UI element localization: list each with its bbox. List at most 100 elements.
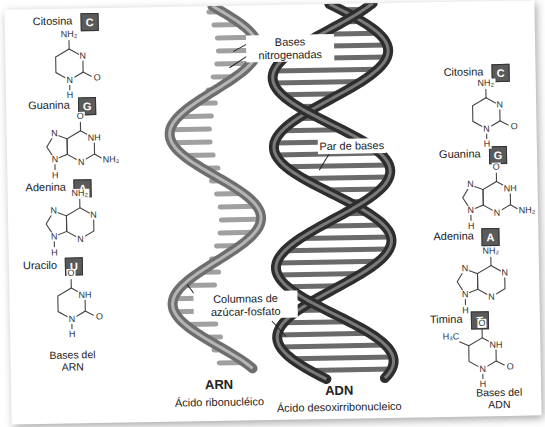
bond [485, 89, 486, 97]
dna-base-pair [303, 177, 389, 179]
base-letter-box: C [80, 13, 98, 31]
atom-label: H₃C [442, 332, 461, 341]
rna-base [221, 217, 261, 223]
atom-label: H [483, 140, 492, 149]
atom-label: N [65, 76, 74, 85]
bond [80, 122, 81, 130]
dna-base-pair [285, 249, 390, 251]
bond [496, 361, 504, 365]
group-caption: Bases del ADN [468, 386, 530, 411]
base-letter: G [494, 149, 503, 160]
base-name: Adenina [25, 181, 66, 194]
base-name: Guanina [439, 147, 481, 160]
molecule-subtitle: Ácido ribonucléico [175, 395, 264, 409]
atom-label: O [66, 269, 75, 278]
atom-label: NH₂ [518, 206, 537, 215]
base-letter: C [86, 17, 94, 28]
atom-label: N [78, 52, 87, 61]
base-structure [457, 257, 505, 305]
bond [83, 72, 91, 76]
base-letter: C [497, 67, 505, 78]
atom-label: N [478, 364, 487, 373]
bond [95, 154, 102, 158]
atom-label: N [500, 269, 509, 278]
callout-label: Bases nitrogenadas [246, 34, 334, 63]
atom-label: NH [488, 341, 503, 350]
diagram-card: CitosinaGuaninaAdeninaUraciloBases del A… [4, 0, 541, 424]
atom-label: H [50, 248, 59, 257]
atom-label: H [479, 380, 488, 389]
base-name: Uracilo [23, 259, 57, 272]
bond [500, 121, 508, 125]
base-letter: A [486, 232, 494, 243]
leader-lines [183, 42, 332, 338]
base-structure [58, 279, 94, 329]
base-structure [459, 329, 504, 379]
base-structure [46, 199, 94, 247]
atom-label: O [492, 163, 501, 172]
base-name: Citosina [443, 65, 483, 78]
atom-label: NH₂ [60, 30, 79, 39]
base-structure [46, 122, 101, 170]
dna-base-pair [277, 333, 370, 335]
dna-base-pair [274, 81, 362, 83]
base-structure [55, 40, 91, 90]
atom-label: H [66, 91, 75, 100]
dna-base-pair [278, 273, 362, 274]
leader-line [272, 321, 286, 337]
callout-label: Columnas de azúcar-fosfato [193, 291, 297, 320]
atom-label: N [466, 206, 475, 215]
atom-label: NH [77, 291, 92, 300]
dna-base-pair [300, 237, 391, 239]
atom-label: N [482, 124, 491, 133]
atom-label: NH₂ [70, 189, 89, 198]
bond [68, 41, 69, 49]
dna-base-pair [277, 261, 379, 263]
atom-label: N [77, 157, 86, 166]
leader-line [319, 154, 329, 170]
base-letter-box: A [481, 228, 499, 246]
bond [85, 311, 93, 315]
callout-label: Par de bases [317, 138, 386, 154]
atom-label: H [51, 171, 60, 180]
atom-label: N [68, 315, 77, 324]
molecule-name: ARN [205, 378, 233, 393]
base-structure [462, 173, 517, 221]
bond [482, 329, 483, 337]
dna-base-pair [280, 345, 385, 347]
base-structures [43, 33, 520, 386]
atom-label: N [461, 290, 470, 299]
molecule-subtitle: Ácido desoxirribonucleico [277, 400, 402, 415]
atom-label: H [467, 222, 476, 231]
atom-label: N [487, 292, 496, 301]
base-name: Citosina [33, 14, 73, 27]
base-name: Adenina [433, 229, 474, 242]
base-name: Guanina [28, 99, 70, 112]
atom-label: NH [503, 184, 518, 193]
atom-label: N [49, 207, 58, 216]
atom-label: N [50, 130, 59, 139]
bond [71, 280, 72, 288]
atom-label: N [89, 211, 98, 220]
atom-label: O [93, 74, 102, 83]
atom-label: N [461, 264, 470, 273]
atom-label: O [76, 112, 85, 121]
bond [510, 205, 517, 209]
molecule-name: ADN [325, 384, 353, 399]
helices [167, 3, 394, 382]
atom-label: O [95, 313, 104, 322]
atom-label: NH [87, 134, 102, 143]
dna-base-pair [292, 357, 393, 359]
atom-label: N [51, 155, 60, 164]
dna-base-pair [286, 165, 389, 167]
atom-label: O [477, 319, 486, 328]
atom-label: NH₂ [481, 247, 500, 256]
bond [490, 257, 491, 265]
atom-label: NH₂ [102, 156, 121, 165]
atom-label: NH₂ [476, 79, 495, 88]
atom-label: H [68, 330, 77, 339]
atom-label: O [506, 363, 515, 372]
atom-label: N [466, 180, 475, 189]
group-caption: Bases del ARN [42, 348, 102, 373]
